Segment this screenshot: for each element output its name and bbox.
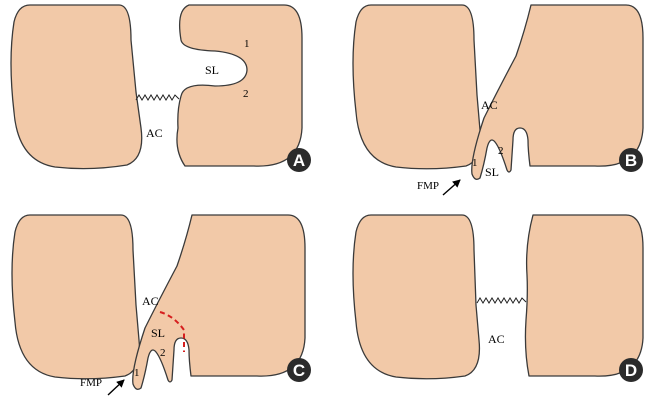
panel-a-suture-zigzag: [136, 95, 179, 100]
panel-b-fmp-arrow: [443, 180, 460, 195]
panel-a-right-tissue: [177, 5, 302, 166]
panel-d: AC D: [353, 215, 643, 382]
panel-b-badge-letter: B: [625, 151, 637, 170]
panel-a-label-ac: AC: [146, 126, 163, 140]
panel-c: AC SL 1 2 FMP C: [12, 215, 311, 395]
panel-b-label-fmp: FMP: [417, 180, 439, 192]
panel-c-left-tissue: [12, 215, 139, 379]
panel-d-suture-zigzag: [477, 298, 526, 303]
panel-d-badge-letter: D: [625, 361, 637, 380]
panel-c-label-1: 1: [134, 367, 140, 379]
panel-b-left-tissue: [353, 5, 480, 169]
panel-c-label-2: 2: [160, 347, 166, 359]
panel-c-label-fmp: FMP: [80, 377, 102, 389]
panel-b: AC SL 1 2 FMP B: [353, 5, 643, 195]
panel-d-left-tissue: [353, 215, 479, 379]
panel-c-label-ac: AC: [142, 294, 159, 308]
panel-c-fmp-arrow: [108, 380, 124, 395]
panel-a-label-2: 2: [243, 88, 249, 100]
panel-b-label-sl: SL: [485, 165, 499, 179]
panel-a-left-tissue: [11, 5, 142, 169]
panel-c-badge-letter: C: [293, 361, 305, 380]
panel-b-label-1: 1: [472, 157, 478, 169]
panel-b-label-ac: AC: [481, 98, 498, 112]
panel-a: SL AC 1 2 A: [11, 5, 311, 172]
panel-d-label-ac: AC: [488, 332, 505, 346]
panel-a-label-1: 1: [244, 38, 250, 50]
panel-b-label-2: 2: [498, 145, 504, 157]
panel-a-label-sl: SL: [205, 63, 219, 77]
panel-a-badge-letter: A: [293, 151, 305, 170]
panel-d-right-tissue: [525, 215, 643, 376]
panel-c-label-sl: SL: [151, 326, 165, 340]
